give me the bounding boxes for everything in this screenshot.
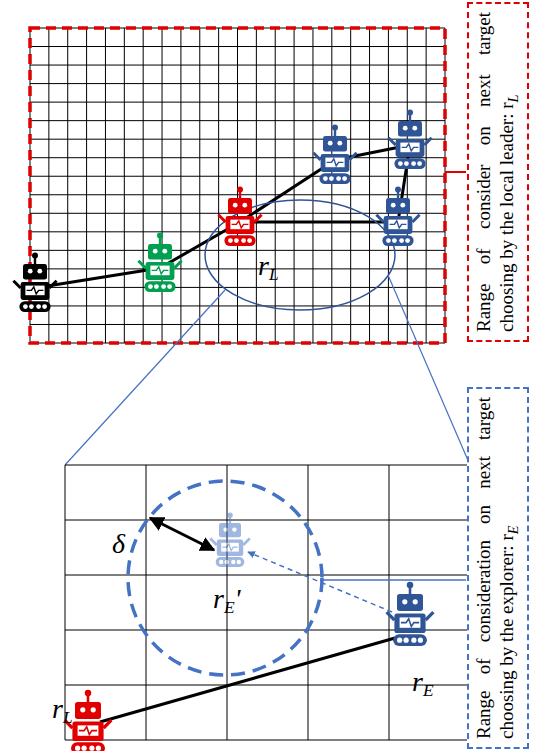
symbol-label: δ (112, 530, 125, 558)
grid-zoom (65, 465, 470, 740)
link-line (100, 638, 395, 722)
robot-icon (376, 187, 419, 246)
leader-range (30, 28, 445, 343)
leader-line (445, 171, 466, 173)
robot-icon (218, 187, 261, 246)
grid-map (30, 28, 445, 343)
robot-icon (313, 125, 356, 184)
caption-box: Range of consider on next target choosin… (467, 2, 529, 342)
caption-text: Range of consider on next target choosin… (473, 12, 522, 332)
robot-label: rL (52, 695, 73, 727)
caption-box: Range of consideration on next target ch… (467, 387, 529, 749)
zoom-ellipse (205, 200, 395, 310)
explorer-range (128, 481, 322, 675)
zoom-line (388, 275, 470, 465)
robot-icon (138, 233, 181, 292)
delta-arrow (150, 518, 214, 550)
robot-label: rE' (213, 585, 241, 617)
robot-icon (210, 513, 250, 567)
move-arrow (248, 552, 392, 612)
robot-icon (388, 110, 431, 169)
robot-icon (387, 582, 434, 646)
robot-icon (13, 253, 56, 312)
leader-line (320, 579, 466, 581)
caption-text: Range of consideration on next target ch… (473, 397, 522, 739)
robot-label: rL (258, 252, 279, 284)
zoom-line (65, 290, 225, 465)
robot-label: rE (412, 668, 434, 700)
